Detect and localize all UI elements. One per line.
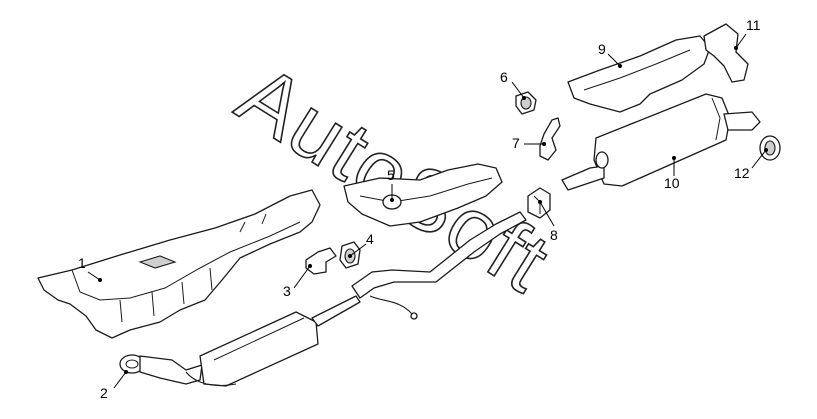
heat-shield-rear xyxy=(567,35,711,113)
callout-7: 7 xyxy=(512,135,520,151)
heat-shield-front xyxy=(37,189,321,339)
rubber-hanger-rear xyxy=(759,135,781,161)
callout-2: 2 xyxy=(100,385,108,401)
intermediate-pipe xyxy=(351,211,527,320)
callout-12: 12 xyxy=(734,165,750,181)
callout-3: 3 xyxy=(283,283,291,299)
rear-muffler xyxy=(561,93,761,191)
callout-10: 10 xyxy=(664,175,680,191)
front-pipe-catalyst xyxy=(119,295,361,387)
callout-9: 9 xyxy=(598,41,606,57)
callout-8: 8 xyxy=(550,227,558,243)
callout-4: 4 xyxy=(366,231,374,247)
mounting-bracket xyxy=(305,247,337,275)
callout-5: 5 xyxy=(387,167,395,183)
hook-bracket xyxy=(539,117,561,161)
callout-11: 11 xyxy=(746,17,761,33)
callout-labels: 1 2 3 4 5 6 7 8 9 10 11 12 xyxy=(78,17,761,401)
callout-6: 6 xyxy=(500,69,508,85)
callout-1: 1 xyxy=(78,255,86,271)
callout-leaders xyxy=(87,33,768,389)
rubber-hanger-upper xyxy=(515,91,537,115)
rear-bracket xyxy=(703,23,749,83)
